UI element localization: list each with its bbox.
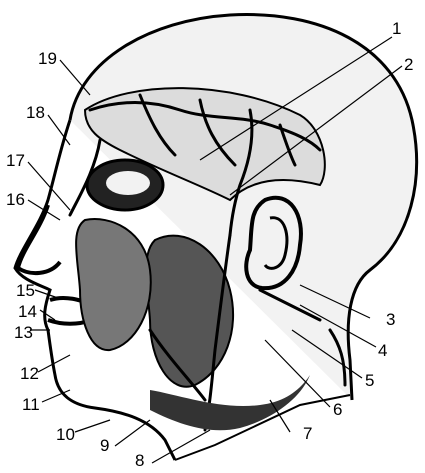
label-7: 7 xyxy=(303,425,312,442)
label-16: 16 xyxy=(6,191,25,208)
cheek-region xyxy=(76,219,151,350)
eyeball xyxy=(106,171,150,195)
label-8: 8 xyxy=(135,452,144,469)
label-3: 3 xyxy=(386,311,395,328)
label-4: 4 xyxy=(378,342,387,359)
label-17: 17 xyxy=(6,152,25,169)
label-19: 19 xyxy=(38,50,57,67)
label-6: 6 xyxy=(333,401,342,418)
label-2: 2 xyxy=(404,56,413,73)
label-18: 18 xyxy=(26,104,45,121)
label-9: 9 xyxy=(100,437,109,454)
label-12: 12 xyxy=(20,365,39,382)
label-5: 5 xyxy=(365,372,374,389)
label-14: 14 xyxy=(18,303,37,320)
label-13: 13 xyxy=(14,324,33,341)
ear xyxy=(246,198,301,288)
label-11: 11 xyxy=(22,396,40,413)
label-15: 15 xyxy=(16,282,35,299)
label-10: 10 xyxy=(56,426,75,443)
label-1: 1 xyxy=(392,20,401,37)
nose xyxy=(18,205,60,273)
